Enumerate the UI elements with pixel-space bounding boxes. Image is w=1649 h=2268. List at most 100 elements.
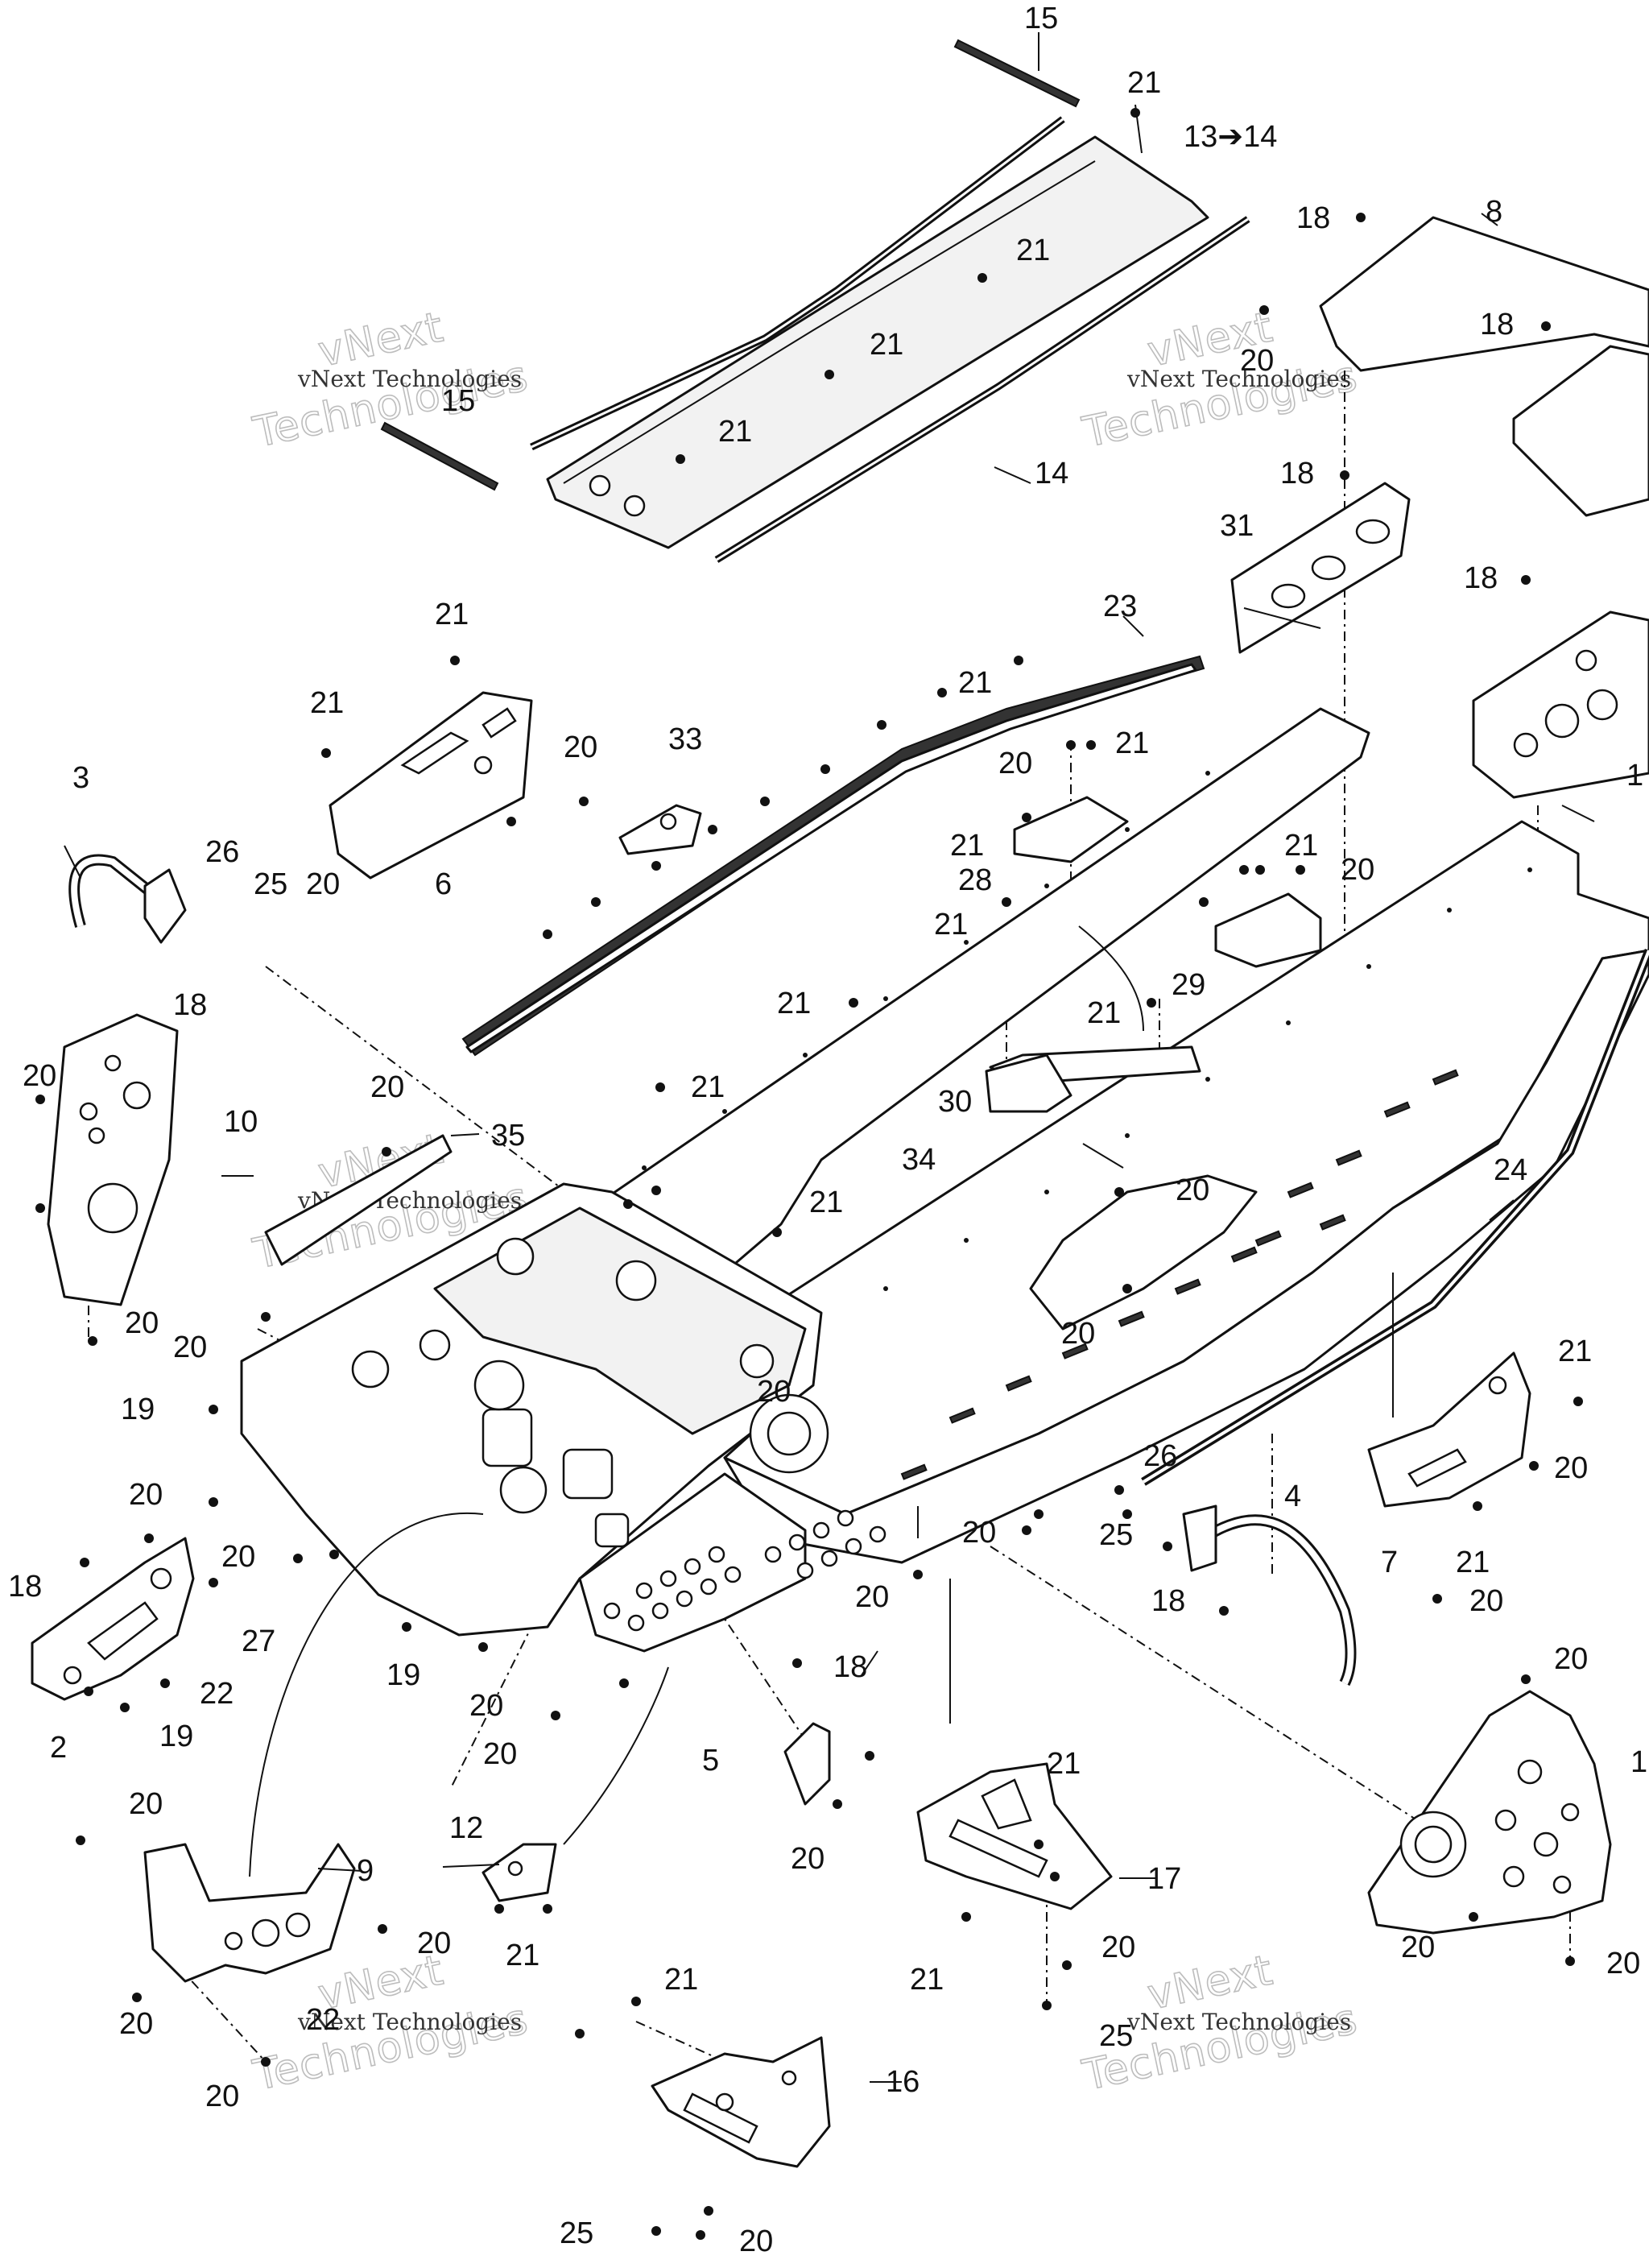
callout-4: 4 <box>1284 1480 1301 1513</box>
part-12-bracket <box>481 1843 557 1902</box>
callout-34: 34 <box>902 1143 936 1177</box>
part-28-bracket <box>1013 796 1129 863</box>
callout-15-top: 15 <box>1024 2 1058 35</box>
callout-21: 21 <box>1284 829 1318 863</box>
callout-20: 20 <box>1061 1317 1095 1351</box>
callout-5: 5 <box>702 1744 719 1778</box>
callout-20: 20 <box>757 1375 791 1409</box>
part-11-side-plate <box>1472 610 1649 799</box>
callout-20: 20 <box>125 1306 159 1340</box>
callout-24: 24 <box>1494 1153 1527 1187</box>
callout-21: 21 <box>934 908 968 942</box>
part-29-bracket <box>1214 892 1322 968</box>
part-1-side-plate <box>1367 1690 1612 1935</box>
part-2-bracket <box>31 1537 195 1701</box>
callout-25: 25 <box>1099 2019 1133 2053</box>
watermark-bottom-left: vNext Technologies vNext Technologies <box>248 1946 533 2101</box>
callout-26: 26 <box>1143 1439 1177 1473</box>
callout-21: 21 <box>664 1963 698 1997</box>
callout-28: 28 <box>958 863 992 897</box>
callout-18: 18 <box>1480 308 1514 341</box>
callout-6: 6 <box>435 867 452 901</box>
callout-20: 20 <box>962 1516 996 1550</box>
callout-20: 20 <box>221 1540 255 1574</box>
callout-20: 20 <box>469 1689 503 1723</box>
callout-21: 21 <box>310 686 344 720</box>
callout-20: 20 <box>370 1070 404 1104</box>
part-15-strip-top <box>953 39 1081 108</box>
callout-21: 21 <box>958 666 992 700</box>
callout-1: 1 <box>1630 1745 1647 1779</box>
callout-21: 21 <box>1456 1546 1490 1579</box>
part-7-bracket <box>1367 1351 1531 1508</box>
callout-31: 31 <box>1220 509 1254 543</box>
callout-11: 1 <box>1626 759 1643 793</box>
callout-18: 18 <box>1464 561 1498 595</box>
part-34-bracket <box>985 1053 1072 1113</box>
main-chassis-tunnel <box>240 707 1649 1653</box>
callout-27: 27 <box>242 1624 275 1658</box>
callout-21: 21 <box>1087 996 1121 1030</box>
callout-21: 21 <box>718 415 752 449</box>
part-23-rail <box>461 655 1205 1057</box>
callout-20: 20 <box>791 1842 824 1876</box>
callout-2: 2 <box>50 1731 67 1765</box>
callout-21: 21 <box>1127 66 1161 100</box>
callout-7: 7 <box>1381 1546 1398 1579</box>
callout-25: 25 <box>560 2216 593 2250</box>
callout-21: 21 <box>1115 726 1149 760</box>
callout-17: 17 <box>1147 1862 1181 1896</box>
callout-20: 20 <box>119 2007 153 2041</box>
callout-20: 20 <box>173 1331 207 1364</box>
callout-21: 21 <box>1558 1335 1592 1368</box>
callout-21: 21 <box>506 1939 539 1972</box>
leader-lines <box>64 32 1595 2083</box>
callout-13-14: 13➔14 <box>1184 120 1277 154</box>
callout-21: 21 <box>910 1963 944 1997</box>
callout-9: 9 <box>357 1854 374 1888</box>
part-13-14-running-board <box>546 135 1209 549</box>
part-8-bracket <box>1319 216 1649 517</box>
callout-20: 20 <box>129 1787 163 1821</box>
callout-20: 20 <box>1176 1173 1209 1207</box>
part-35-strip <box>264 1134 453 1266</box>
callout-20: 20 <box>23 1059 56 1093</box>
callout-22: 22 <box>306 2003 340 2037</box>
callout-21: 21 <box>1047 1747 1081 1781</box>
part-10-plate <box>47 1013 179 1306</box>
part-6-bracket <box>329 691 533 879</box>
callout-18: 18 <box>1280 457 1314 490</box>
callout-20: 20 <box>564 730 597 764</box>
callout-20: 20 <box>1606 1947 1640 1980</box>
part-3-handle <box>68 854 187 944</box>
watermark-top-right: vNext Technologies vNext Technologies <box>1077 303 1362 458</box>
callout-20: 20 <box>129 1478 163 1512</box>
callout-19: 19 <box>386 1658 420 1692</box>
belly-perforations <box>603 1509 886 1632</box>
watermark-text: vNext Technologies <box>297 366 522 392</box>
callout-21: 21 <box>870 328 903 362</box>
callout-3: 3 <box>72 761 89 795</box>
tunnel-rivets <box>642 771 1532 1291</box>
watermark-text: vNext Technologies <box>1126 366 1351 392</box>
part-17-bracket <box>916 1762 1113 1910</box>
part-4-handle <box>1182 1504 1357 1687</box>
callout-26: 26 <box>205 835 239 869</box>
part-14-rail-left <box>530 116 1065 451</box>
callout-21: 21 <box>1016 234 1050 267</box>
callout-12: 12 <box>449 1811 483 1845</box>
part-33-bracket <box>618 804 702 855</box>
screw-icons <box>35 108 1583 2240</box>
callout-10: 10 <box>224 1105 258 1139</box>
callout-20: 20 <box>306 867 340 901</box>
callout-20: 20 <box>1401 1931 1435 1964</box>
callout-22: 22 <box>200 1677 234 1711</box>
callout-20: 20 <box>483 1737 517 1771</box>
callout-16: 16 <box>886 2065 920 2099</box>
part-9-bracket <box>143 1843 356 1983</box>
part-5-bracket <box>783 1722 831 1806</box>
callout-20: 20 <box>1240 344 1274 378</box>
callout-35: 35 <box>491 1119 525 1153</box>
callout-18: 18 <box>1151 1584 1185 1618</box>
